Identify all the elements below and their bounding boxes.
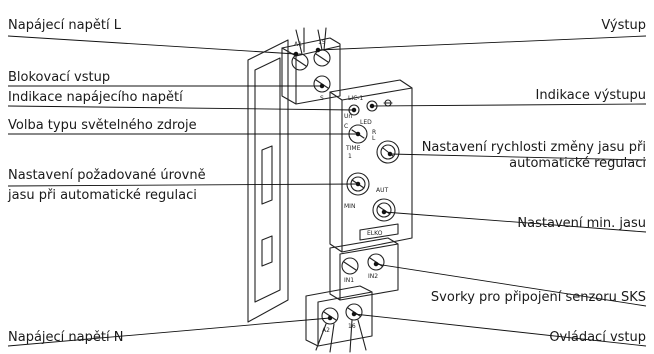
label-level-line2: jasu při automatické regulaci (8, 188, 197, 203)
upper-terminal-block (281, 37, 341, 105)
time-label: TIME (345, 145, 361, 152)
screw-16 (345, 303, 363, 321)
knob-min (372, 198, 396, 222)
time-scale-label: 1 (348, 153, 352, 160)
knob-c-label: C (344, 123, 348, 130)
min-label: MIN (344, 203, 355, 210)
aut-label: AUT (376, 187, 388, 194)
label-blocking-input: Blokovací vstup (8, 70, 111, 85)
label-supply-n: Napájecí napětí N (8, 330, 124, 345)
label-control-input: Ovládací vstup (549, 330, 646, 345)
din-rail-back (247, 39, 289, 323)
label-speed-line1: Nastavení rychlosti změny jasu při (421, 140, 646, 155)
knob-r-label: R (372, 129, 376, 136)
label-sensor-terminals: Svorky pro připojení senzoru SKS (430, 290, 646, 305)
label-supply-l: Napájecí napětí L (8, 18, 121, 33)
terminal-a2-label: A2 (322, 327, 330, 334)
screw-in2 (367, 253, 385, 271)
label-light-source-type: Volba typu světelného zdroje (8, 118, 197, 133)
device-body (329, 79, 413, 253)
un-label: Un (344, 113, 352, 120)
screw-s (313, 75, 331, 93)
lower-terminal-block (305, 285, 373, 347)
screw-in1 (341, 257, 359, 275)
sensor-terminal-block (329, 237, 399, 301)
terminal-15-label: 15 (318, 39, 326, 46)
label-supply-indicator: Indikace napájecího napětí (8, 90, 183, 105)
terminal-in1-label: IN1 (344, 277, 354, 284)
label-min-brightness: Nastavení min. jasu (517, 216, 646, 231)
terminal-s-label: S (320, 95, 324, 102)
knob-l-label: L (372, 135, 376, 142)
brand-plate (359, 223, 399, 241)
terminal-in2-label: IN2 (368, 273, 378, 280)
led-label: LED (360, 119, 372, 126)
terminal-16-label: 16 (348, 323, 356, 330)
leader-lines (7, 35, 647, 347)
label-level-line1: Nastavení požadované úrovně (8, 168, 206, 183)
screw-a2 (321, 307, 339, 325)
brand-label: ELKO (367, 230, 383, 237)
label-output-indicator: Indikace výstupu (535, 88, 646, 103)
label-speed-line2: automatické regulaci (509, 156, 646, 171)
knob-time (376, 140, 400, 164)
label-output: Výstup (601, 18, 646, 33)
model-label: LIC-1 (348, 95, 363, 102)
screw-a1 (291, 53, 309, 71)
terminal-a1-label: A1 (294, 41, 302, 48)
